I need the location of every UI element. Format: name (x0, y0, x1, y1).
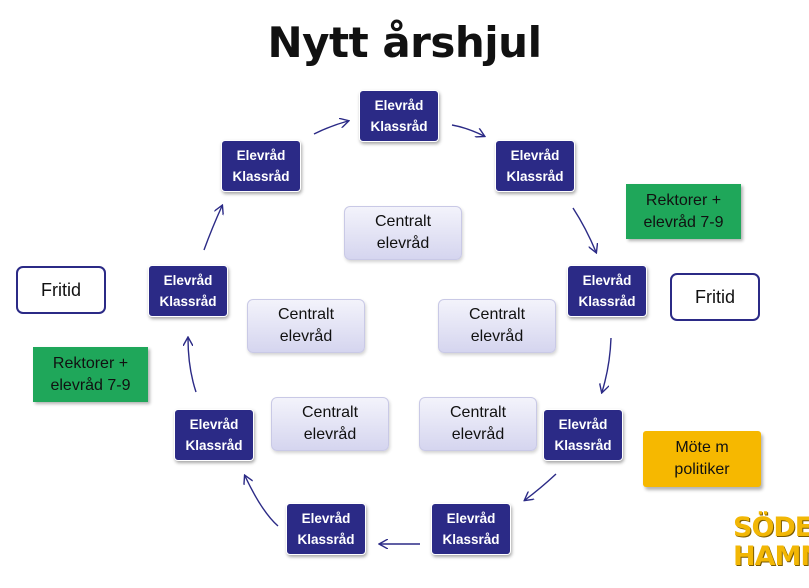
central-sublabel: elevråd (376, 235, 430, 252)
node-sublabel: Klassråd (554, 438, 612, 453)
central-label: Centralt (277, 306, 335, 323)
central-node-top: Centralt elevråd (344, 206, 462, 260)
rektorer-box-right: Rektorer + elevråd 7-9 (626, 184, 741, 239)
logo-line2: HAMN! (733, 541, 809, 572)
page-title: Nytt årshjul (267, 18, 542, 67)
rektorer-sublabel: elevråd 7-9 (643, 213, 724, 231)
arrow-lower-left-to-left (188, 338, 197, 393)
cycle-node-upper-right: Elevråd Klassråd (495, 140, 575, 192)
soderhamn-logo: SÖDER HAMN! (733, 512, 809, 579)
central-sublabel: elevråd (451, 426, 505, 443)
node-label: Elevråd (582, 273, 632, 288)
node-label: Elevråd (163, 273, 213, 288)
central-label: Centralt (468, 306, 526, 323)
mote-politiker-box: Möte m politiker (643, 431, 761, 487)
node-sublabel: Klassråd (159, 294, 217, 309)
central-sublabel: elevråd (279, 328, 333, 345)
arrow-upper-left-to-top (313, 121, 348, 135)
central-node-lower-left: Centralt elevråd (271, 397, 389, 451)
cycle-node-top: Elevråd Klassråd (359, 90, 439, 142)
cycle-node-left: Elevråd Klassråd (148, 265, 228, 317)
node-sublabel: Klassråd (232, 169, 290, 184)
node-label: Elevråd (236, 148, 286, 163)
rektorer-sublabel: elevråd 7-9 (50, 376, 131, 394)
arrow-right-to-lower-right (602, 337, 612, 392)
fritid-box-right: Fritid (670, 273, 760, 321)
fritid-label: Fritid (41, 279, 81, 300)
cycle-node-bottom-right: Elevråd Klassråd (431, 503, 511, 555)
node-label: Elevråd (558, 417, 608, 432)
node-sublabel: Klassråd (506, 169, 564, 184)
node-sublabel: Klassråd (297, 532, 355, 547)
cycle-node-right: Elevråd Klassråd (567, 265, 647, 317)
arrow-lower-right-to-bottom-right (525, 473, 557, 500)
central-sublabel: elevråd (303, 426, 357, 443)
fritid-label: Fritid (695, 286, 735, 307)
arrow-bottom-left-to-lower-left (245, 476, 279, 527)
node-label: Elevråd (189, 417, 239, 432)
central-node-middle-left: Centralt elevråd (247, 299, 365, 353)
cycle-node-lower-right: Elevråd Klassråd (543, 409, 623, 461)
central-sublabel: elevråd (470, 328, 524, 345)
central-label: Centralt (301, 404, 359, 421)
central-node-lower-right: Centralt elevråd (419, 397, 537, 451)
node-sublabel: Klassråd (442, 532, 500, 547)
cycle-node-bottom-left: Elevråd Klassråd (286, 503, 366, 555)
node-label: Elevråd (510, 148, 560, 163)
cycle-node-upper-left: Elevråd Klassråd (221, 140, 301, 192)
arrow-top-to-upper-right (451, 124, 484, 136)
node-sublabel: Klassråd (370, 119, 428, 134)
mote-sublabel: politiker (674, 461, 730, 478)
fritid-box-left: Fritid (16, 266, 106, 314)
rektorer-box-left: Rektorer + elevråd 7-9 (33, 347, 148, 402)
rektorer-label: Rektorer + (52, 354, 129, 372)
arrow-left-to-upper-left (203, 206, 222, 251)
node-label: Elevråd (446, 511, 496, 526)
logo-line1: SÖDER (733, 512, 809, 543)
arrow-upper-right-to-right (572, 207, 596, 252)
node-label: Elevråd (301, 511, 351, 526)
central-label: Centralt (449, 404, 507, 421)
node-label: Elevråd (374, 98, 424, 113)
central-node-middle-right: Centralt elevråd (438, 299, 556, 353)
mote-label: Möte m (675, 439, 729, 456)
node-sublabel: Klassråd (185, 438, 243, 453)
central-label: Centralt (374, 213, 432, 230)
rektorer-label: Rektorer + (645, 191, 722, 209)
node-sublabel: Klassråd (578, 294, 636, 309)
cycle-node-lower-left: Elevråd Klassråd (174, 409, 254, 461)
